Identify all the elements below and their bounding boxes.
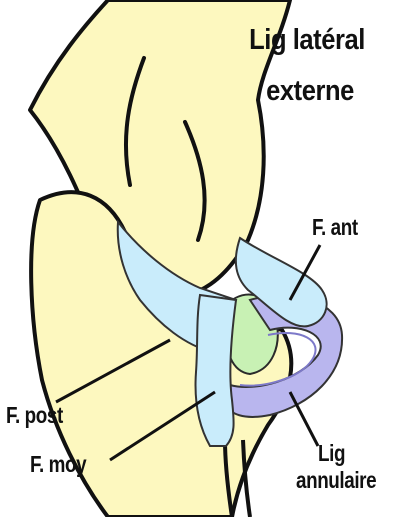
label-lig: Lig: [318, 440, 345, 467]
label-annulaire: annulaire: [296, 467, 376, 494]
label-f-post: F. post: [6, 402, 63, 429]
label-f-moy: F. moy: [30, 451, 86, 478]
label-f-ant: F. ant: [312, 214, 358, 241]
title-line-1: Lig latéral: [232, 24, 382, 56]
title-line-2: externe: [240, 75, 381, 107]
middle-fascicle: [196, 295, 236, 446]
